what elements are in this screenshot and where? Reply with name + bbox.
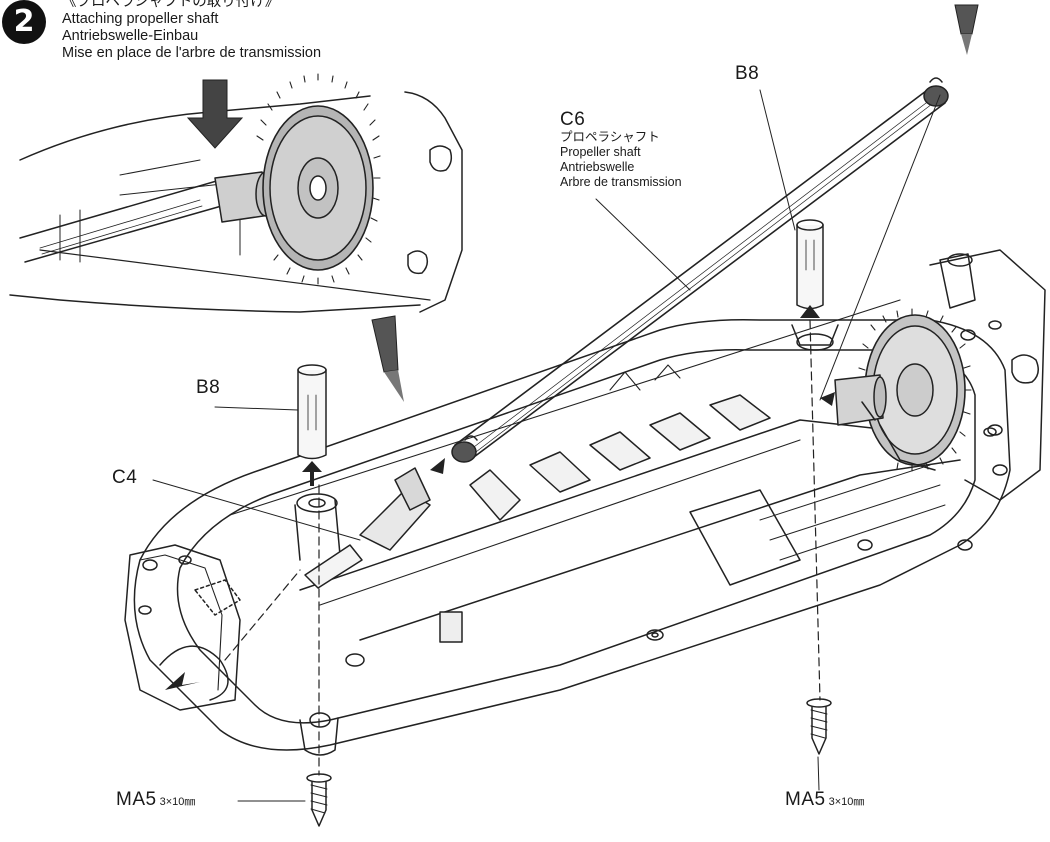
pin-b8-left	[297, 364, 327, 460]
step-title-block: 《プロペラシャフトの取り付け》 Attaching propeller shaf…	[62, 0, 321, 62]
leader-lines	[152, 89, 941, 802]
part-name-en: Propeller shaft	[560, 144, 641, 159]
callout-b8-left: B8	[196, 377, 221, 398]
step-title-fr: Mise en place de l'arbre de transmission	[62, 45, 322, 62]
screw-code: MA5	[785, 789, 826, 810]
chassis-tub	[133, 299, 1011, 751]
part-name-fr: Arbre de transmission	[560, 174, 682, 189]
screw-ma5-left	[306, 773, 332, 827]
callout-c4: C4	[112, 467, 138, 488]
part-name-ja: プロペラシャフト	[560, 129, 660, 144]
inset-detail-view	[9, 73, 463, 313]
step-title-en: Attaching propeller shaft	[62, 11, 219, 28]
callout-c6: C6 プロペラシャフト Propeller shaft Antriebswell…	[560, 110, 682, 190]
step-number-badge: 2	[2, 0, 46, 44]
assembly-guides	[224, 319, 821, 776]
front-gearbox	[124, 493, 341, 756]
screw-size: 3×10㎜	[828, 796, 865, 808]
rear-gearbox	[791, 249, 1046, 501]
propeller-shaft	[451, 77, 949, 463]
grease-brush-icon	[371, 315, 404, 402]
callout-b8-top: B8	[735, 63, 760, 84]
push-arrow-icon	[186, 79, 244, 149]
screw-code: MA5	[116, 789, 157, 810]
joint-c4	[304, 467, 431, 589]
assembly-direction-arrow-icon	[165, 305, 835, 690]
part-name-de: Antriebswelle	[560, 159, 635, 174]
part-code: C6	[560, 109, 586, 130]
step-title-de: Antriebswelle-Einbau	[62, 28, 199, 45]
screw-size: 3×10㎜	[159, 796, 196, 808]
grease-brush-icon	[954, 4, 979, 55]
screw-ma5-right	[806, 698, 832, 755]
step-title-ja: 《プロペラシャフトの取り付け》	[62, 0, 280, 10]
pin-b8-right	[796, 219, 824, 310]
